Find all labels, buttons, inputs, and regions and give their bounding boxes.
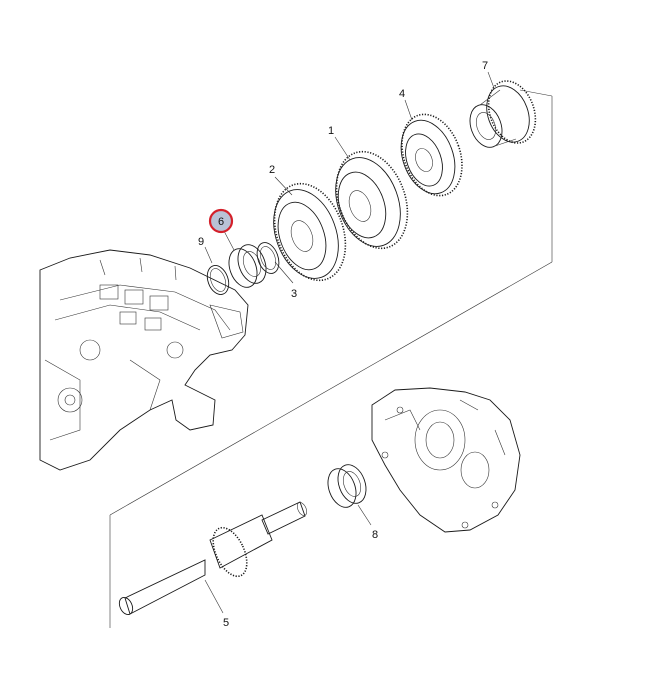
gear-part-4 <box>400 113 463 197</box>
assembly-frame <box>109 89 553 628</box>
transmission-housing-left <box>39 249 249 471</box>
bell-housing-right <box>371 387 521 533</box>
bearing-part-6 <box>228 244 267 288</box>
callout-9[interactable]: 9 <box>198 236 204 248</box>
callout-6[interactable]: 6 <box>218 216 224 228</box>
callout-2[interactable]: 2 <box>269 164 275 176</box>
callout-3[interactable]: 3 <box>291 288 297 300</box>
shaft-part-5 <box>118 501 307 615</box>
highlight-marker-6[interactable] <box>208 208 234 234</box>
gear-part-2 <box>273 182 347 282</box>
callout-7[interactable]: 7 <box>482 60 488 72</box>
leader-lines <box>204 71 495 614</box>
gear-part-1 <box>335 150 409 250</box>
callout-5[interactable]: 5 <box>223 617 229 629</box>
callout-4[interactable]: 4 <box>399 88 405 100</box>
helical-gear-part-7 <box>469 80 537 148</box>
bearing-part-8 <box>327 464 367 508</box>
callout-8[interactable]: 8 <box>372 529 378 541</box>
callout-1[interactable]: 1 <box>328 125 334 137</box>
snap-ring-part-9 <box>206 265 230 295</box>
snap-ring-part-3 <box>256 242 280 274</box>
